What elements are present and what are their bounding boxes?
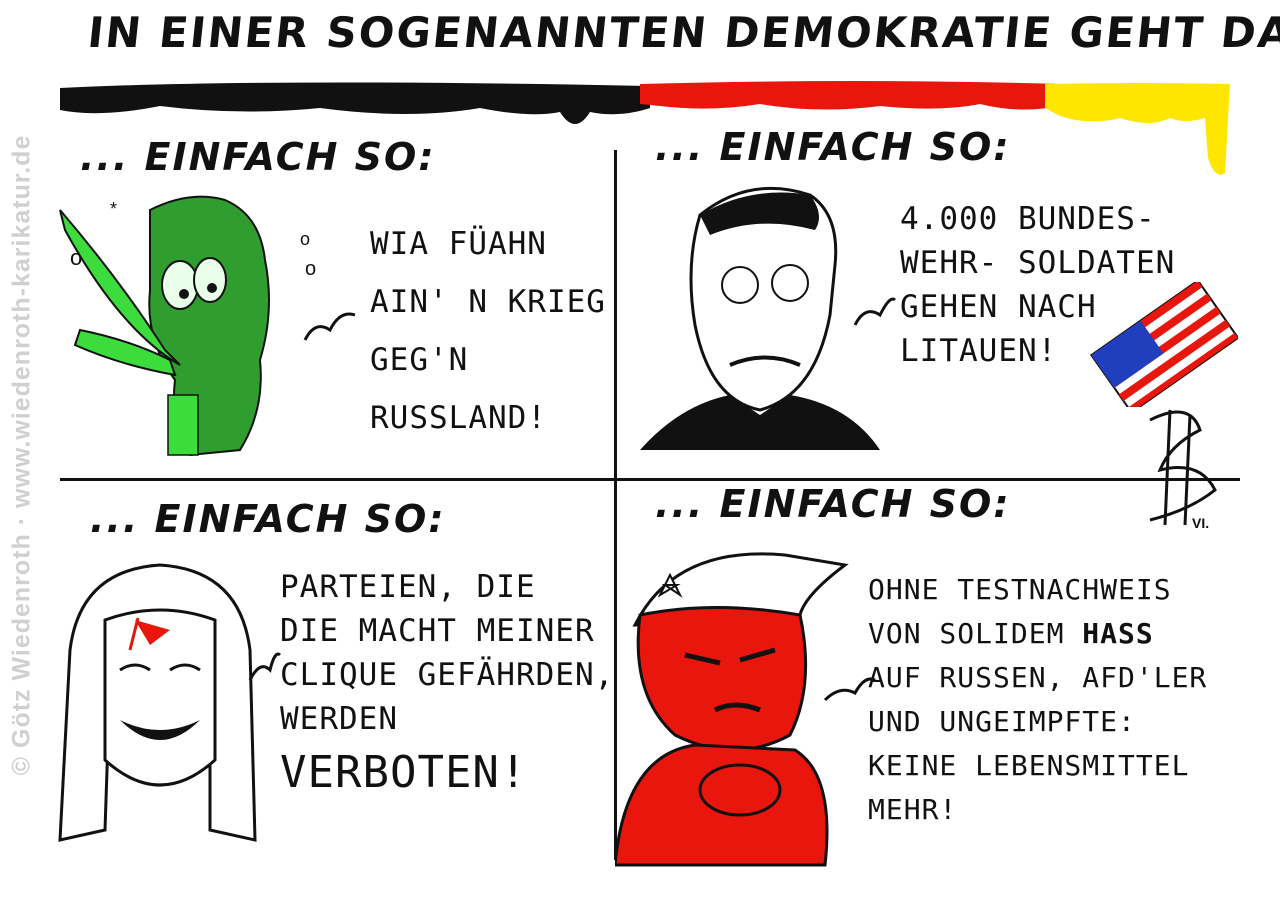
speech-line: KEINE LEBENSMITTEL — [868, 749, 1190, 782]
copyright-credit: © Götz Wiedenroth · www.wiedenroth-karik… — [2, 10, 42, 900]
speech-line: WIA FÜAHN — [370, 226, 547, 262]
speech-tail-3 — [248, 652, 282, 681]
speech-tail-4 — [823, 677, 876, 702]
panel-2-speech: 4.000 BUNDES- WEHR- SOLDATEN GEHEN NACH … — [900, 197, 1175, 373]
speech-line: OHNE TESTNACHWEIS — [868, 573, 1172, 606]
woman-portrait-illustration — [58, 563, 257, 842]
speech-line: DIE MACHT MEINER — [280, 613, 595, 649]
speech-tail-2 — [853, 297, 897, 326]
speech-line: RUSSLAND! — [370, 400, 547, 436]
speech-line: LITAUEN! — [900, 333, 1058, 369]
flag-gold-segment — [1045, 83, 1230, 175]
vertical-divider — [614, 150, 617, 860]
panel-3-speech: PARTEIEN, DIE DIE MACHT MEINER CLIQUE GE… — [280, 565, 614, 795]
speech-line: UND UNGEIMPFTE: — [868, 705, 1136, 738]
speech-line: WERDEN — [280, 701, 398, 737]
man-in-suit-illustration — [640, 186, 880, 450]
speech-line: AUF RUSSEN, AFD'LER — [868, 661, 1208, 694]
speech-fragment: VON SOLIDEM — [868, 617, 1065, 650]
speech-tail-1 — [303, 312, 356, 341]
speech-line: GEHEN NACH — [900, 289, 1097, 325]
credit-text: © Götz Wiedenroth · www.wiedenroth-karik… — [7, 134, 36, 776]
speech-line-emphasis: VERBOTEN! — [280, 747, 528, 798]
page-title: IN EINER SOGENANNTEN DEMOKRATIE GEHT DAS… — [85, 8, 1280, 57]
speech-line: CLIQUE GEFÄHRDEN, — [280, 657, 615, 693]
flag-red-segment — [640, 81, 1060, 110]
svg-text:o: o — [305, 258, 316, 280]
us-flag-illustration — [1090, 282, 1238, 407]
svg-text:o: o — [70, 245, 82, 270]
speech-line: AIN' N KRIEG — [370, 284, 606, 320]
panel-1-heading: ... EINFACH SO: — [80, 135, 436, 179]
flag-black-segment — [60, 82, 650, 124]
panel-2-heading: ... EINFACH SO: — [655, 125, 1011, 169]
artist-signature: VI. — [1149, 409, 1217, 531]
panel-4-heading: ... EINFACH SO: — [655, 482, 1011, 526]
red-man-pointing-illustration — [615, 552, 849, 867]
speech-emphasis-word: HASS — [1082, 617, 1154, 650]
svg-text:*: * — [110, 199, 117, 219]
speech-line: WEHR- SOLDATEN — [900, 245, 1176, 281]
svg-text:o: o — [300, 229, 310, 249]
panel-1-speech: WIA FÜAHN AIN' N KRIEG GEG'N RUSSLAND! — [370, 222, 606, 440]
signature-mark: VI. — [1192, 515, 1209, 531]
panel-3-heading: ... EINFACH SO: — [90, 497, 446, 541]
speech-line: 4.000 BUNDES- — [900, 201, 1156, 237]
german-flag-drip-stripe — [60, 81, 1230, 175]
green-duck-character-illustration: oo o* — [59, 195, 316, 457]
speech-line: MEHR! — [868, 793, 958, 826]
panel-4-speech: OHNE TESTNACHWEIS VON SOLIDEM HASS AUF R… — [868, 568, 1207, 832]
speech-line: PARTEIEN, DIE — [280, 569, 536, 605]
horizontal-divider — [60, 478, 1240, 481]
speech-line-with-emphasis: VON SOLIDEM HASS — [868, 612, 1207, 656]
speech-line: GEG'N — [370, 342, 469, 378]
